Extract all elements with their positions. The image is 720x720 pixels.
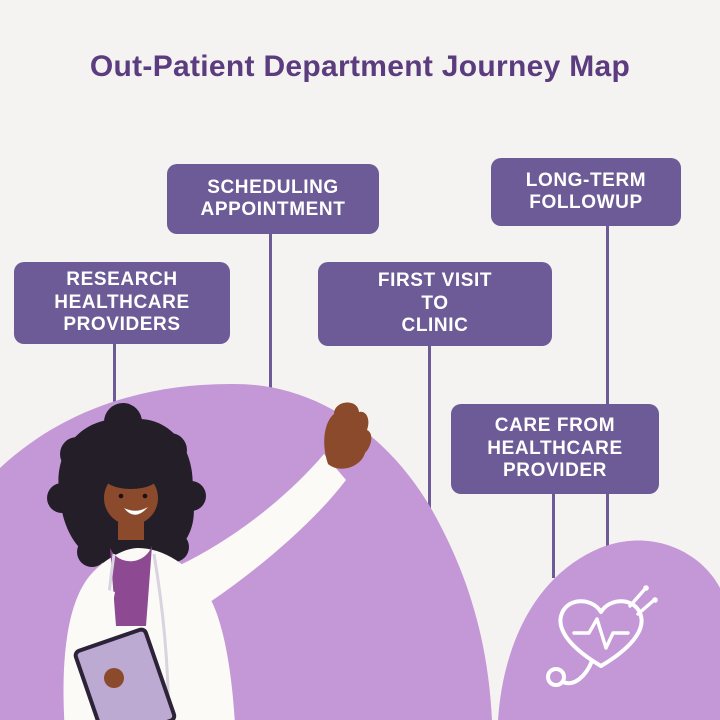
stage-label-line: APPOINTMENT bbox=[200, 199, 346, 220]
connector-line-followup bbox=[606, 222, 609, 577]
stage-label-line: PROVIDER bbox=[502, 460, 608, 482]
stage-box-long-term-followup: LONG-TERM FOLLOWUP bbox=[491, 158, 681, 226]
stage-box-first-visit: FIRST VISIT TO CLINIC bbox=[318, 262, 552, 346]
stage-label-line: PROVIDERS bbox=[63, 314, 181, 336]
connector-line-first-visit bbox=[428, 342, 431, 527]
connector-line-scheduling bbox=[269, 230, 272, 405]
right-hill-shape bbox=[498, 540, 720, 720]
page-title: Out-Patient Department Journey Map bbox=[89, 50, 631, 83]
stethoscope-heart-icon bbox=[546, 585, 658, 687]
stage-label-line: FOLLOWUP bbox=[529, 192, 643, 213]
stage-label-line: SCHEDULING bbox=[207, 176, 339, 198]
doctor-illustration bbox=[47, 402, 372, 720]
stage-box-scheduling: SCHEDULING APPOINTMENT bbox=[167, 164, 379, 234]
stage-label-line: TO bbox=[421, 292, 449, 314]
stage-label-line: HEALTHCARE bbox=[487, 437, 623, 459]
connector-line-care bbox=[552, 490, 555, 578]
stage-label-line: HEALTHCARE bbox=[54, 291, 190, 313]
stage-label-line: LONG-TERM bbox=[525, 169, 647, 191]
stage-box-care-from-provider: CARE FROM HEALTHCARE PROVIDER bbox=[451, 404, 659, 494]
stage-label-line: CLINIC bbox=[401, 315, 469, 337]
stage-label-line: FIRST VISIT bbox=[377, 270, 493, 292]
stage-label-line: RESEARCH bbox=[66, 269, 178, 291]
left-hill-shape bbox=[0, 383, 492, 720]
stage-box-research: RESEARCH HEALTHCARE PROVIDERS bbox=[14, 262, 230, 344]
connector-line-research bbox=[113, 340, 116, 450]
stage-label-line: CARE FROM bbox=[494, 415, 616, 437]
